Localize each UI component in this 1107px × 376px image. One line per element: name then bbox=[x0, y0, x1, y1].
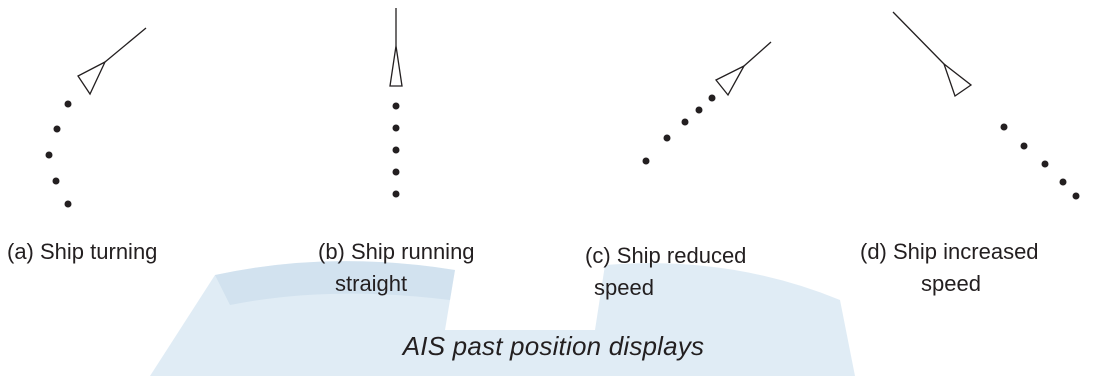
past-position-dot bbox=[392, 102, 400, 110]
past-position-dot bbox=[695, 106, 703, 114]
ship-triangle-icon bbox=[714, 64, 746, 97]
past-position-dot bbox=[392, 190, 400, 198]
panel-c-label-line-2: speed bbox=[594, 275, 654, 300]
past-position-dot bbox=[1059, 178, 1067, 186]
panel-c-label: (c) Ship reduced speed bbox=[585, 240, 746, 304]
panel-d-symbol bbox=[892, 11, 1080, 200]
ship-triangle-icon bbox=[389, 45, 403, 87]
panel-a-symbol bbox=[45, 27, 147, 208]
past-position-dot bbox=[681, 118, 689, 126]
past-position-dot bbox=[45, 151, 53, 159]
panel-b-label: (b) Ship running straight bbox=[318, 236, 475, 300]
heading-line bbox=[104, 27, 147, 63]
past-position-dot bbox=[642, 157, 650, 165]
watermark-shape bbox=[150, 261, 855, 376]
panel-c-symbol bbox=[642, 41, 772, 165]
past-position-dot bbox=[52, 177, 60, 185]
ship-triangle-icon bbox=[77, 60, 107, 96]
past-position-dot bbox=[64, 100, 72, 108]
past-position-dot bbox=[1041, 160, 1049, 168]
panel-b-label-line-2: straight bbox=[335, 271, 408, 296]
ship-triangle-icon bbox=[942, 62, 973, 98]
past-position-dot bbox=[392, 124, 400, 132]
past-position-dot bbox=[1020, 142, 1028, 150]
panel-d-label-line-1: (d) Ship increased bbox=[860, 239, 1039, 264]
past-position-dot bbox=[1000, 123, 1008, 131]
past-position-dot bbox=[53, 125, 61, 133]
panel-d-label: (d) Ship increased speed bbox=[860, 236, 1039, 300]
past-position-dot bbox=[708, 94, 716, 102]
past-position-dot bbox=[663, 134, 671, 142]
panel-b-symbol bbox=[389, 8, 403, 198]
panel-a-label-line-1: (a) Ship turning bbox=[7, 239, 158, 264]
panel-b-label-line-1: (b) Ship running bbox=[318, 239, 475, 264]
panel-a-label: (a) Ship turning bbox=[7, 236, 157, 268]
figure-caption: AIS past position displays bbox=[402, 331, 705, 361]
watermark-shape-left bbox=[215, 261, 455, 305]
heading-line bbox=[892, 11, 945, 65]
past-position-dot bbox=[392, 168, 400, 176]
past-position-dot bbox=[64, 200, 72, 208]
panel-c-label-line-1: (c) Ship reduced bbox=[585, 243, 747, 268]
panel-d-label-line-2: speed bbox=[921, 271, 981, 296]
past-position-dot bbox=[1072, 192, 1080, 200]
past-position-dot bbox=[392, 146, 400, 154]
heading-line bbox=[743, 41, 772, 67]
